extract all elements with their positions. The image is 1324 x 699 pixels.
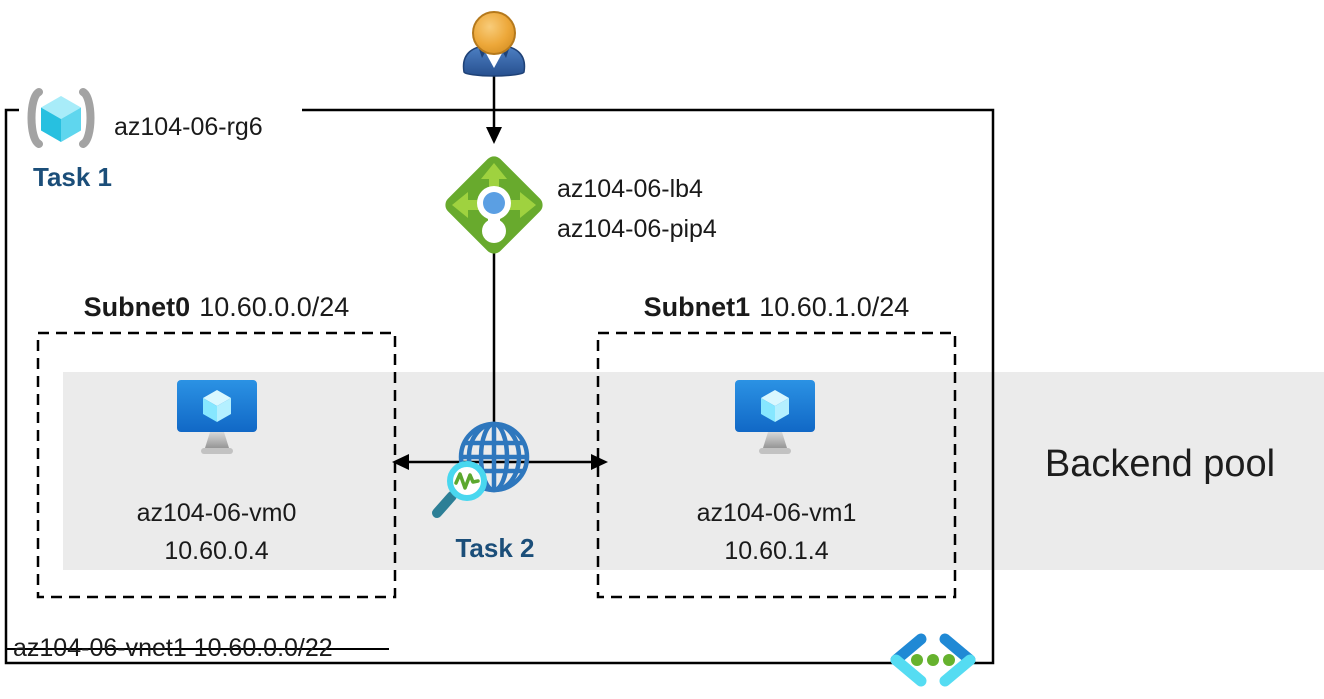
arrowhead-down	[486, 127, 502, 144]
public-ip-name: az104-06-pip4	[557, 215, 717, 243]
subnet0-cidr: 10.60.0.0/24	[199, 292, 350, 322]
subnet0-box	[36, 331, 397, 599]
arrowhead-left	[392, 454, 409, 470]
load-balancer-icon	[445, 156, 543, 254]
task1-label: Task 1	[33, 162, 113, 192]
backend-pool-label: Backend pool	[1044, 443, 1276, 485]
vm0-name: az104-06-vm0	[136, 499, 297, 527]
globe-icon	[458, 421, 530, 493]
resource-group-icon	[27, 88, 95, 148]
arrowhead-right	[591, 454, 608, 470]
subnet1-box	[596, 331, 957, 599]
resource-group-box	[4, 108, 995, 665]
subnet0-label: Subnet0 10.60.0.0/24	[38, 291, 395, 323]
vnet-label: az104-06-vnet1 10.60.0.0/22	[13, 634, 333, 662]
subnet1-cidr: 10.60.1.0/24	[759, 292, 910, 322]
code-brackets-icon	[890, 633, 976, 687]
vm1-name: az104-06-vm1	[696, 499, 857, 527]
subnet1-name: Subnet1	[643, 292, 751, 322]
subnet1-label: Subnet1 10.60.1.0/24	[598, 291, 955, 323]
magnifier-icon	[432, 461, 487, 518]
task2-label: Task 2	[455, 533, 535, 563]
backend-pool-band	[63, 372, 1324, 570]
load-balancer-name: az104-06-lb4	[557, 175, 703, 203]
vm1-ip: 10.60.1.4	[724, 537, 829, 565]
resource-group-label: az104-06-rg6	[110, 112, 267, 142]
vm0-ip: 10.60.0.4	[164, 537, 269, 565]
subnet0-name: Subnet0	[83, 292, 191, 322]
user-icon	[462, 11, 526, 77]
